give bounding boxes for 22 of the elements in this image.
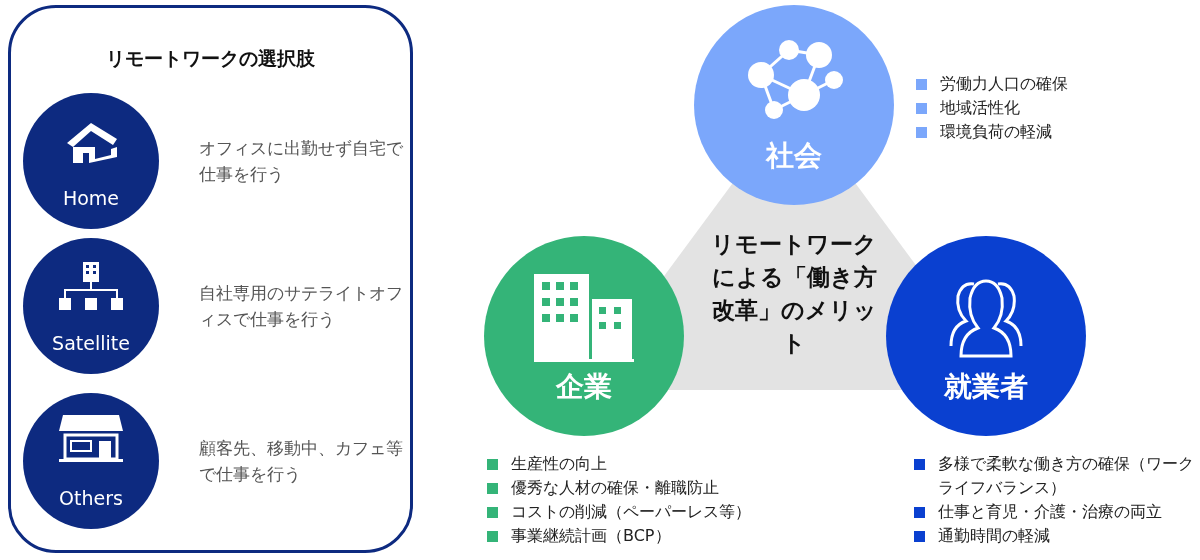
center-heading: リモートワークによる「働き方改革」のメリット [710,230,878,358]
circle-label: Others [58,487,124,509]
bullet-text: 地域活性化 [940,98,1020,117]
bullet-text: 多様で柔軟な働き方の確保（ワークライフバランス） [938,454,1194,497]
bullet-text: 事業継続計画（BCP） [511,526,671,545]
description-text: 自社専用のサテライトオフィスで仕事を行う [199,282,404,331]
description-text: オフィスに出勤せず自宅で仕事を行う [199,137,404,186]
bullet-text: コストの削減（ペーパーレス等） [511,502,751,521]
circle-label: Home [61,187,121,209]
rounded-panel [8,5,413,553]
circle-label: 社会 [764,138,823,174]
description-text: 顧客先、移動中、カフェ等で仕事を行う [199,437,404,486]
bullet-text: 生産性の向上 [511,454,607,473]
circle-label: 就業者 [943,369,1029,405]
bullet-text: 通勤時間の軽減 [938,526,1050,545]
circle-label: 企業 [555,369,613,405]
bullet-text: 優秀な人材の確保・離職防止 [511,478,719,497]
bullet-text: 環境負荷の軽減 [940,122,1052,141]
panel-title: リモートワークの選択肢 [105,46,316,71]
circle-label: Satellite [51,332,131,354]
bullet-text: 労働力人口の確保 [940,74,1068,93]
bullet-text: 仕事と育児・介護・治療の両立 [938,502,1162,521]
